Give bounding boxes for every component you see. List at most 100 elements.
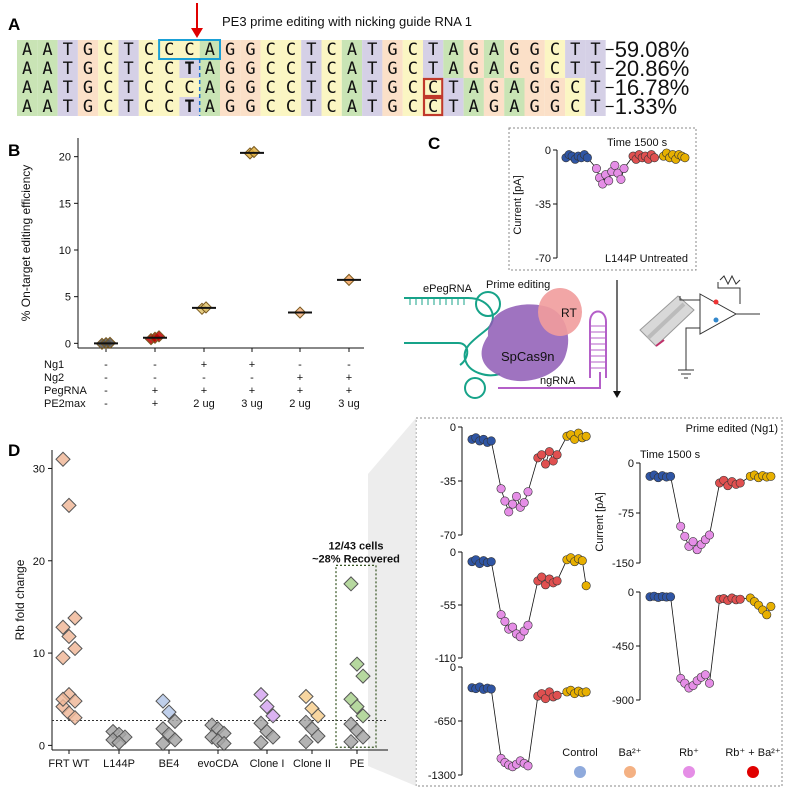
base-cell <box>138 97 160 116</box>
base-letter: C <box>144 78 154 98</box>
y-tick-label: 15 <box>59 198 71 210</box>
base-cell <box>138 40 160 59</box>
e1-link <box>490 440 502 489</box>
base-cell <box>544 78 566 97</box>
base-cell <box>138 59 160 78</box>
base-cell <box>585 78 606 97</box>
base-letter: G <box>387 78 397 98</box>
table-row-label: Ng1 <box>44 359 64 371</box>
base-cell <box>504 97 525 116</box>
panel-a-label: A <box>8 15 20 34</box>
base-letter: C <box>266 78 276 98</box>
base-cell <box>118 78 139 97</box>
base-cell <box>179 78 200 97</box>
d-data-point <box>349 698 365 715</box>
e2-point <box>537 572 547 582</box>
base-cell <box>17 78 38 97</box>
annotation-cells: 12/43 cells <box>328 540 383 552</box>
base-letter: C <box>144 40 154 60</box>
base-cell <box>565 40 586 59</box>
base-cell <box>524 78 545 97</box>
base-letter: G <box>489 97 499 117</box>
base-cell <box>240 78 261 97</box>
top-time-label: Time 1500 s <box>607 137 668 149</box>
top-trace-point <box>591 164 601 174</box>
base-cell <box>199 78 220 97</box>
base-cell <box>17 97 38 116</box>
e1-point <box>537 450 547 460</box>
base-letter: G <box>245 97 255 117</box>
base-letter: T <box>428 59 438 79</box>
table-row-label: Ng2 <box>44 372 64 384</box>
e2-point <box>496 610 506 620</box>
e3-point <box>523 761 533 771</box>
base-cell <box>199 40 220 59</box>
legend-label: Control <box>562 747 597 759</box>
d-data-point <box>167 713 183 730</box>
base-letter: C <box>184 78 194 98</box>
top-trace-point <box>649 153 659 163</box>
legend-swatch <box>574 766 586 778</box>
base-letter: C <box>286 78 296 98</box>
e1-point <box>511 491 521 501</box>
base-cell <box>301 78 322 97</box>
base-cell <box>565 59 586 78</box>
base-cell <box>220 40 241 59</box>
e4-link <box>709 482 721 536</box>
base-letter: A <box>448 59 458 79</box>
base-cell <box>77 78 99 97</box>
base-letter: C <box>144 59 154 79</box>
base-letter: G <box>225 59 235 79</box>
d-data-point <box>61 497 77 514</box>
base-letter: C <box>286 40 296 60</box>
base-cell <box>17 40 38 59</box>
base-cell <box>98 59 119 78</box>
table-cell: 2 ug <box>289 398 310 410</box>
table-row-label: PE2max <box>44 398 86 410</box>
d-data-point <box>167 732 183 748</box>
base-cell <box>77 40 99 59</box>
table-cell: - <box>202 372 206 384</box>
base-letter: C <box>103 59 113 79</box>
base-letter: C <box>164 78 174 98</box>
e4-point <box>735 478 745 488</box>
base-letter: A <box>469 97 479 117</box>
base-cell <box>57 78 78 97</box>
base-cell <box>443 59 464 78</box>
d-data-point <box>355 668 371 684</box>
panel-d-label: D <box>8 441 20 460</box>
base-letter: C <box>327 78 337 98</box>
y-tick-label: 10 <box>59 245 71 257</box>
top-trace-point <box>604 176 614 186</box>
table-cell: - <box>250 372 254 384</box>
base-letter: T <box>306 97 316 117</box>
base-letter: A <box>22 78 32 98</box>
epegrna-loop <box>475 291 501 317</box>
e1-point <box>504 507 514 517</box>
base-letter: T <box>124 97 134 117</box>
e4-point <box>766 471 776 481</box>
base-letter: T <box>184 97 194 117</box>
table-cell: + <box>201 359 207 371</box>
e3-point <box>486 684 496 694</box>
e1-point <box>519 498 529 508</box>
row-percentage: 1.33% <box>615 94 677 119</box>
base-letter: G <box>489 78 499 98</box>
flow-arrow-head <box>613 391 621 398</box>
e5-y-tick-label: -900 <box>612 695 634 707</box>
base-letter: G <box>83 40 93 60</box>
d-data-point <box>111 734 127 751</box>
e2-y-tick-label: -110 <box>435 653 456 665</box>
base-letter: G <box>550 78 560 98</box>
d-data-point <box>55 691 71 707</box>
base-letter: T <box>124 78 134 98</box>
amplifier <box>699 293 738 335</box>
base-cell <box>585 59 606 78</box>
base-cell <box>402 59 423 78</box>
base-cell <box>159 78 180 97</box>
d-data-point <box>155 693 171 709</box>
d-data-point <box>310 708 326 724</box>
base-letter: A <box>205 59 215 79</box>
panel-b-label: B <box>8 141 20 160</box>
